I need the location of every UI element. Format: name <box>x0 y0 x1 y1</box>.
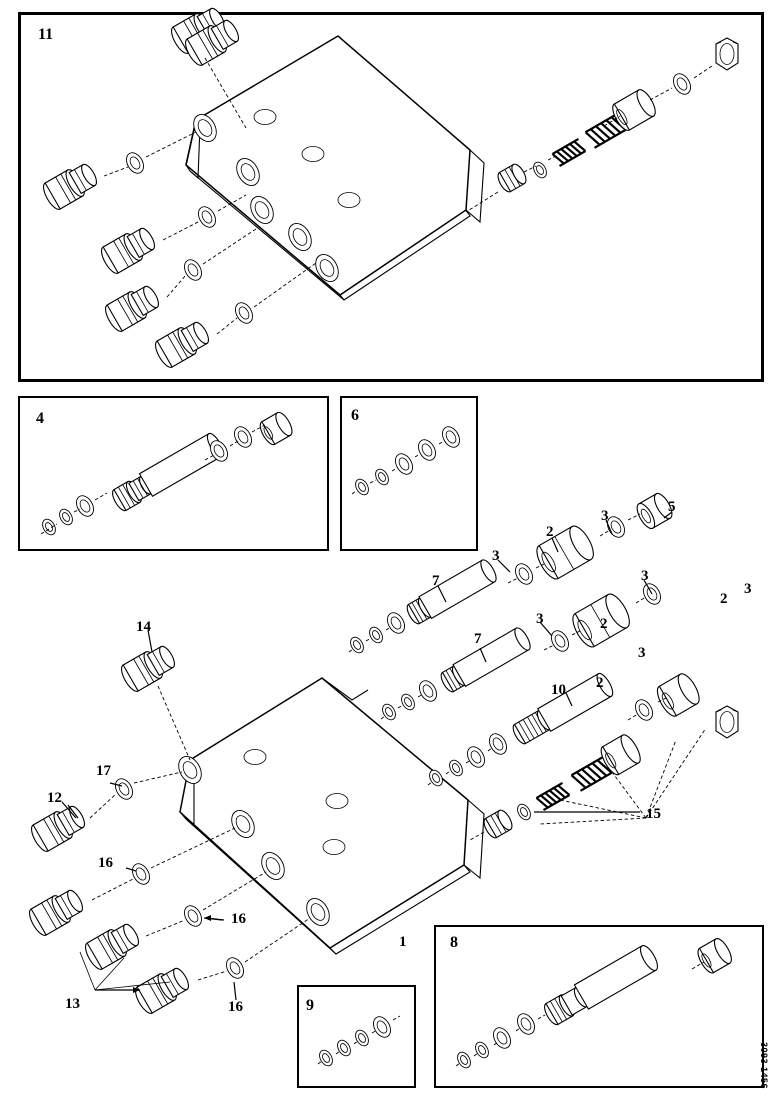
spool-group-row3 <box>426 672 739 789</box>
callout-3d: 3 <box>536 611 544 627</box>
callout-5: 5 <box>668 499 676 515</box>
callout-15: 15 <box>646 806 661 822</box>
callout-3e: 3 <box>638 645 646 661</box>
left-port-fittings <box>25 629 311 1017</box>
relief-valve-group <box>469 727 707 841</box>
callout-3f: 3 <box>744 581 752 597</box>
callout-2a: 2 <box>546 524 554 540</box>
callout-2c: 2 <box>720 591 728 607</box>
detail-box-6-label: 6 <box>351 407 359 424</box>
callout-16b: 16 <box>231 911 246 927</box>
callout-13: 13 <box>65 996 80 1012</box>
callout-12: 12 <box>47 790 62 806</box>
callout-16a: 16 <box>98 855 113 871</box>
callout-3c: 3 <box>641 568 649 584</box>
detail-box-11-frame <box>18 12 764 382</box>
callout-10: 10 <box>551 682 566 698</box>
callout-16c: 16 <box>228 999 243 1015</box>
callout-3a: 3 <box>601 508 609 524</box>
callout-7b: 7 <box>474 631 482 647</box>
callout-2b: 2 <box>600 616 608 632</box>
sheet-code: 3093 1456 <box>759 1042 769 1090</box>
detail-box-9-label: 9 <box>306 997 314 1014</box>
spool-group-row2 <box>379 579 665 723</box>
callout-7a: 7 <box>432 573 440 589</box>
callout-1: 1 <box>399 934 407 950</box>
detail-box-6-frame <box>340 396 478 551</box>
detail-box-4-label: 4 <box>36 410 44 427</box>
callout-3b: 3 <box>492 548 500 564</box>
detail-box-11-label: 11 <box>38 26 54 43</box>
detail-box-9-frame <box>297 985 416 1088</box>
main-valve-body <box>173 677 485 955</box>
detail-box-4-frame <box>18 396 329 551</box>
detail-box-8-frame <box>434 925 764 1088</box>
callout-17: 17 <box>96 763 111 779</box>
detail-box-8-label: 8 <box>450 934 458 951</box>
callout-2d: 2 <box>596 675 604 691</box>
callout-14: 14 <box>136 619 151 635</box>
